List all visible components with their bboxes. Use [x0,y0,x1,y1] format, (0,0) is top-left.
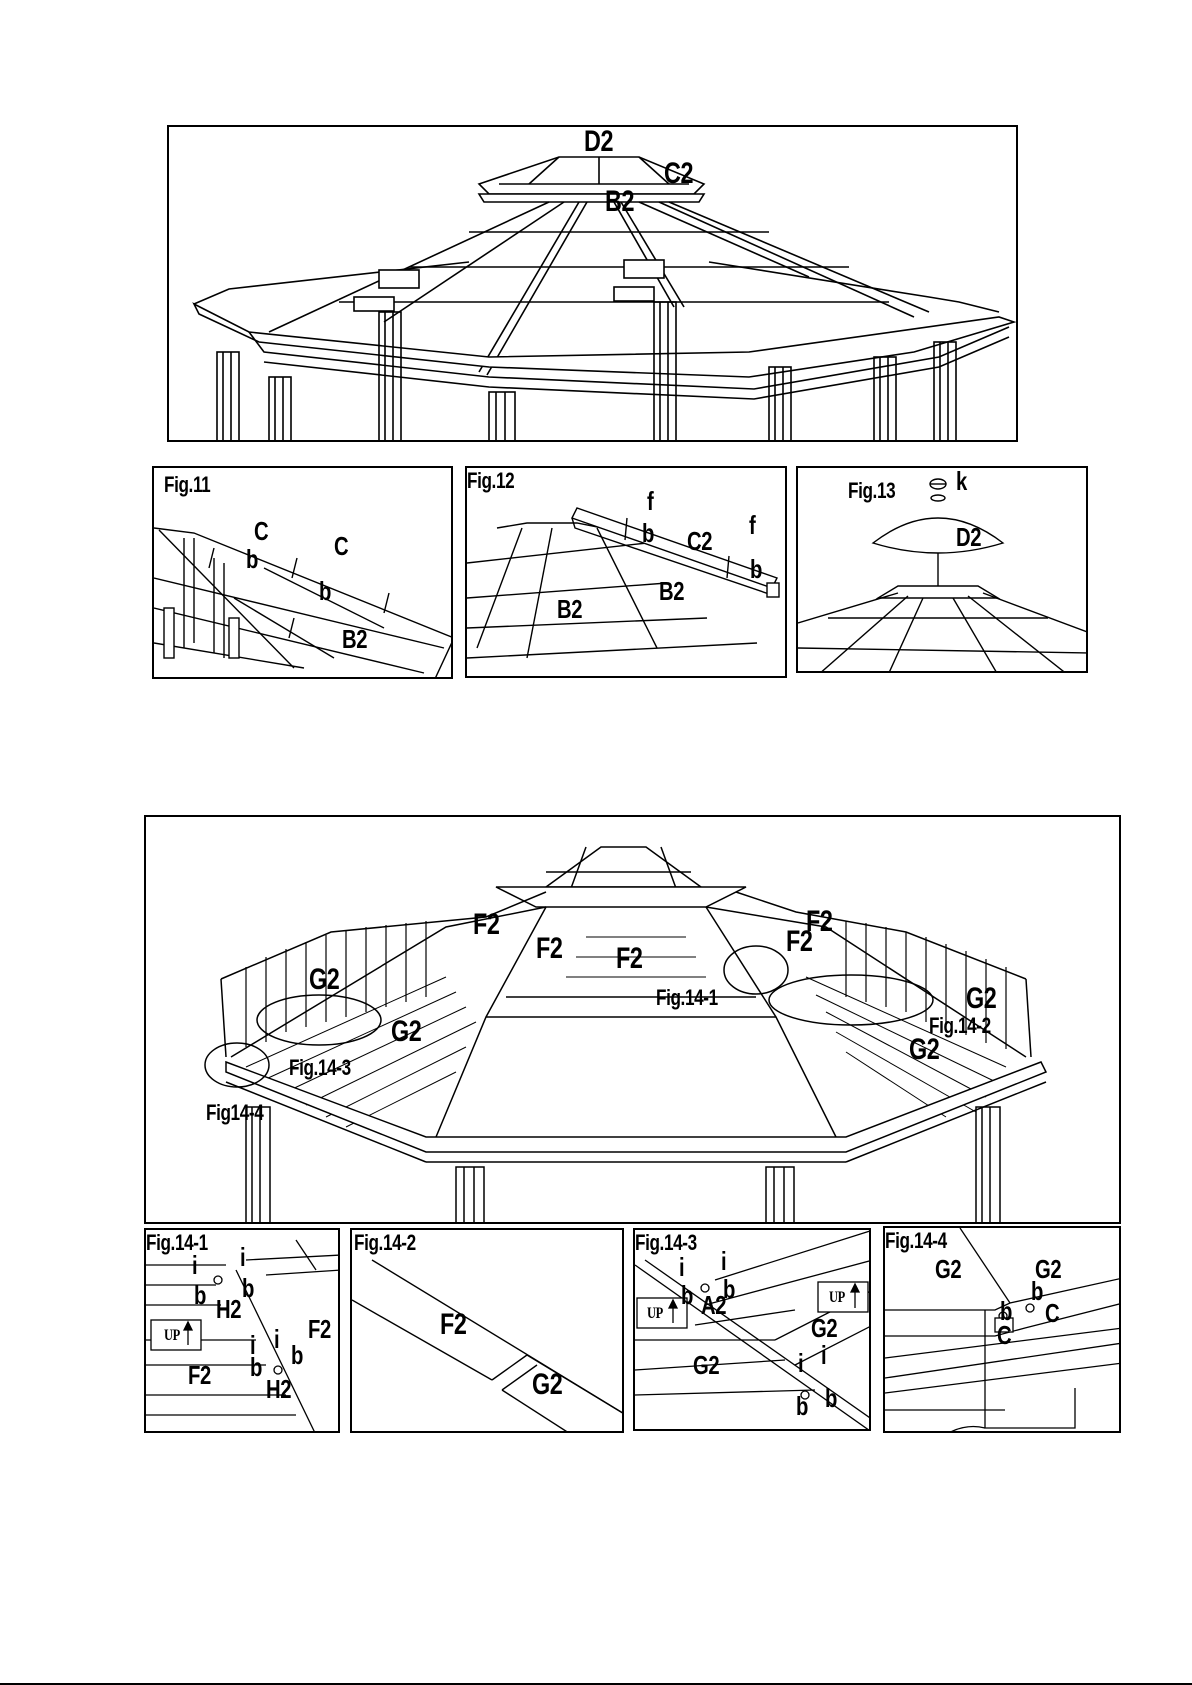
fig14-label-g2-a: G2 [309,965,339,995]
fig14-callout-2: Fig.14-2 [929,1015,991,1037]
roof-top-view-panel: D2 C2 B2 [167,125,1018,442]
fig12-label-b2: b [750,556,762,582]
fig14-callout-3: Fig.14-3 [289,1057,351,1079]
fig14-4-panel: Fig.14-4 G2 G2 b b C C [883,1226,1121,1433]
fig14-1-panel: Fig.14-1 i b i b H2 UP F2 i b i b F2 H2 [144,1228,340,1433]
fig14-3-panel: Fig.14-3 i b i b A2 UP UP G2 G2 i b i b [633,1228,871,1431]
fig14-3-label-i2: i [721,1248,726,1274]
fig12-label-c2: C2 [687,528,712,554]
fig14-4-title: Fig.14-4 [885,1230,947,1252]
fig14-4-label-c2: C [997,1322,1011,1348]
fig14-3-label-i3: i [798,1350,803,1376]
fig14-2-drawing [352,1230,624,1433]
fig11-label-b1: b [246,546,258,572]
label-c2: C2 [664,159,693,189]
fig14-1-label-f2-b: F2 [188,1362,211,1388]
fig14-3-label-b1: b [681,1282,693,1308]
fig14-3-label-i4: i [821,1342,826,1368]
label-d2: D2 [584,127,613,157]
fig14-1-label-h2-b: H2 [266,1376,291,1402]
fig14-1-title: Fig.14-1 [146,1232,208,1254]
roof-top-drawing [169,127,1018,442]
fig14-3-up-sign-a: UP [647,1306,663,1322]
fig14-callout-1: Fig.14-1 [656,987,718,1009]
fig12-title: Fig.12 [467,470,514,492]
fig14-label-g2-d: G2 [909,1035,939,1065]
fig11-title: Fig.11 [164,474,210,496]
fig11-panel: Fig.11 C b C b B2 [152,466,453,679]
fig11-drawing [154,468,453,679]
fig13-label-d2: D2 [956,524,981,550]
fig14-1-label-i1: i [192,1252,197,1278]
fig14-3-title: Fig.14-3 [635,1232,697,1254]
fig14-1-label-b1: b [194,1282,206,1308]
fig14-1-label-i4: i [274,1326,279,1352]
fig14-3-label-a2: A2 [701,1292,726,1318]
fig13-label-k: k [956,468,967,494]
fig14-label-g2-b: G2 [391,1017,421,1047]
fig14-1-up-sign: UP [164,1328,180,1344]
fig12-label-b2-part-b: B2 [557,596,582,622]
fig12-label-f2: f [749,512,755,538]
fig14-4-label-g2-a: G2 [935,1256,961,1282]
fig14-label-f2-a: F2 [473,910,500,940]
fig12-label-b2-part-a: B2 [659,578,684,604]
fig11-label-c1: C [254,518,268,544]
fig12-drawing [467,468,787,678]
fig14-3-label-g2-b: G2 [693,1352,719,1378]
fig14-3-label-b4: b [825,1385,837,1411]
fig14-callout-4: Fig14-4 [206,1102,263,1124]
fig14-3-up-sign-b: UP [829,1290,845,1306]
fig13-drawing [798,468,1088,673]
fig14-label-f2-e: F2 [806,907,833,937]
fig14-1-label-i2: i [240,1244,245,1270]
fig14-2-label-g2: G2 [532,1370,562,1400]
fig11-label-b2-part: B2 [342,626,367,652]
fig11-label-b2: b [319,578,331,604]
fig14-1-label-f2-a: F2 [308,1316,331,1342]
fig12-panel: Fig.12 f b C2 f b B2 B2 [465,466,787,678]
fig13-panel: Fig.13 k D2 [796,466,1088,673]
fig14-4-label-c1: C [1045,1300,1059,1326]
fig11-label-c2: C [334,533,348,559]
fig14-label-f2-b: F2 [536,934,563,964]
fig14-2-panel: Fig.14-2 F2 G2 [350,1228,624,1433]
fig14-3-label-i1: i [679,1254,684,1280]
fig14-label-g2-c: G2 [966,984,996,1014]
fig14-4-label-b1: b [1031,1278,1043,1304]
fig14-1-label-b2: b [242,1275,254,1301]
fig14-2-label-f2: F2 [440,1310,467,1340]
fig14-2-title: Fig.14-2 [354,1232,416,1254]
fig12-label-f1: f [647,488,653,514]
fig13-title: Fig.13 [848,480,895,502]
fig14-1-label-b4: b [291,1342,303,1368]
fig14-1-label-h2-a: H2 [216,1296,241,1322]
fig14-3-label-b3: b [796,1393,808,1419]
label-b2: B2 [605,187,634,217]
fig14-3-label-g2-a: G2 [811,1315,837,1341]
fig12-label-b1: b [642,520,654,546]
fig14-main-panel: F2 F2 F2 F2 F2 G2 G2 G2 G2 Fig.14-1 Fig.… [144,815,1121,1224]
fig14-1-label-b3: b [250,1354,262,1380]
fig14-label-f2-c: F2 [616,944,643,974]
